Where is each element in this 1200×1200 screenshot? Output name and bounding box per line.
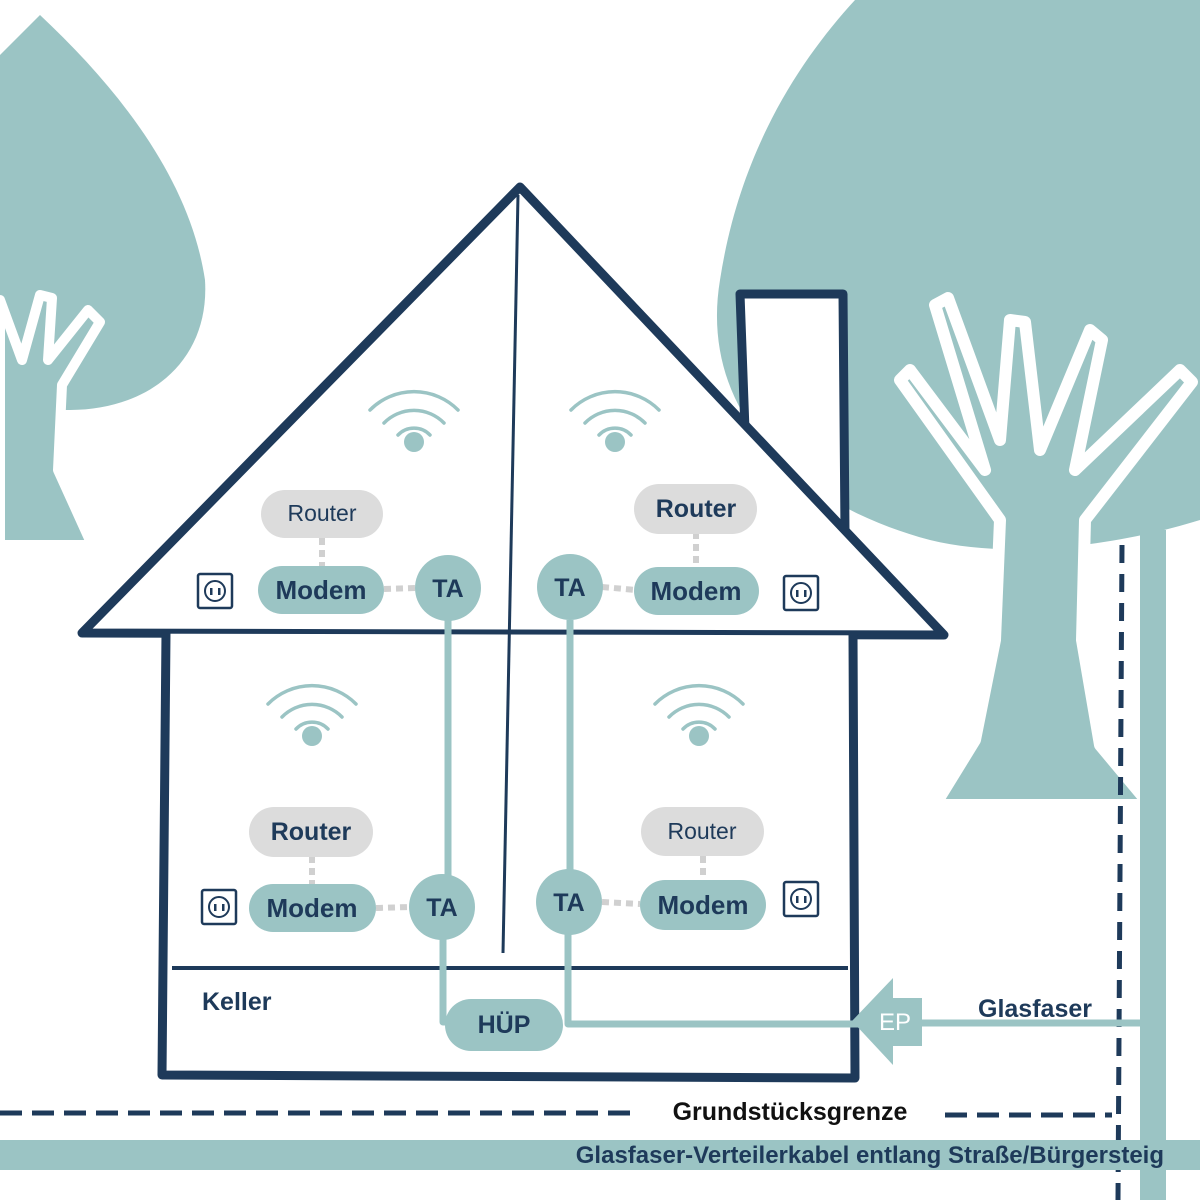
unit-top-left: Router Modem TA xyxy=(258,490,481,621)
ta-circle xyxy=(415,555,481,621)
conn-tl-mt xyxy=(383,585,417,592)
conn-tr-mt xyxy=(601,584,637,593)
wifi-icon xyxy=(653,684,745,746)
right-tree-trunk xyxy=(894,292,1198,811)
modem-label: Modem xyxy=(658,890,749,920)
left-tree-trunk xyxy=(0,290,105,550)
huep-box: HÜP xyxy=(445,999,563,1051)
conn-br-mt xyxy=(601,899,641,907)
center-divider xyxy=(501,194,520,954)
chimney xyxy=(735,289,850,533)
power-socket-icon xyxy=(196,572,234,610)
riser-right-lower xyxy=(564,920,860,1028)
modem-label: Modem xyxy=(276,575,367,605)
wifi-icon xyxy=(569,390,661,452)
modem-label: Modem xyxy=(267,893,358,923)
fiber-lines xyxy=(439,620,1142,1028)
router-box xyxy=(641,807,764,856)
attic-floor-line xyxy=(99,630,931,636)
ep-label: EP xyxy=(879,1009,911,1036)
conn-bl-mt xyxy=(375,904,411,911)
modem-box xyxy=(640,880,766,930)
ep-entry-point: EP xyxy=(852,978,922,1065)
glasfaser-label: Glasfaser xyxy=(978,995,1092,1023)
connectors xyxy=(309,532,706,911)
wifi-icon xyxy=(368,390,460,452)
ta-circle xyxy=(537,554,603,620)
unit-bottom-left: Router Modem TA xyxy=(249,807,475,940)
arrow-left-icon xyxy=(852,978,922,1065)
ta-label: TA xyxy=(432,575,463,603)
ta-label: TA xyxy=(554,574,585,602)
router-box xyxy=(249,807,373,857)
verteilerkabel-label: Glasfaser-Verteilerkabel entlang Straße/… xyxy=(576,1142,1164,1169)
modem-box xyxy=(258,566,384,614)
modem-label: Modem xyxy=(651,576,742,606)
huep-label: HÜP xyxy=(478,1010,531,1039)
router-box xyxy=(634,484,757,534)
huep-shape xyxy=(445,999,563,1051)
router-label: Router xyxy=(656,495,737,523)
power-socket-icon xyxy=(782,574,820,612)
left-tree xyxy=(0,15,206,550)
street-fiber-cable xyxy=(0,1140,1200,1170)
unit-top-right: Router Modem TA xyxy=(537,484,759,620)
unit-bottom-right: Router Modem TA xyxy=(536,807,766,935)
ta-circle xyxy=(536,869,602,935)
fiber-main-column xyxy=(1140,530,1166,1200)
router-label: Router xyxy=(271,818,352,846)
power-socket-icon xyxy=(782,880,820,918)
ta-label: TA xyxy=(426,894,457,922)
router-box xyxy=(261,490,383,538)
house xyxy=(77,182,949,1083)
modem-box xyxy=(634,567,759,615)
keller-label: Keller xyxy=(202,988,272,1016)
ta-label: TA xyxy=(553,889,584,917)
router-label: Router xyxy=(287,500,356,526)
modem-box xyxy=(249,884,376,932)
router-label: Router xyxy=(667,818,736,844)
wifi-icon xyxy=(266,684,358,746)
power-socket-icon xyxy=(200,888,238,926)
grundstuecksgrenze-label: Grundstücksgrenze xyxy=(673,1098,908,1126)
boundary-vertical-dashed xyxy=(1115,544,1125,1200)
ta-circle xyxy=(409,874,475,940)
